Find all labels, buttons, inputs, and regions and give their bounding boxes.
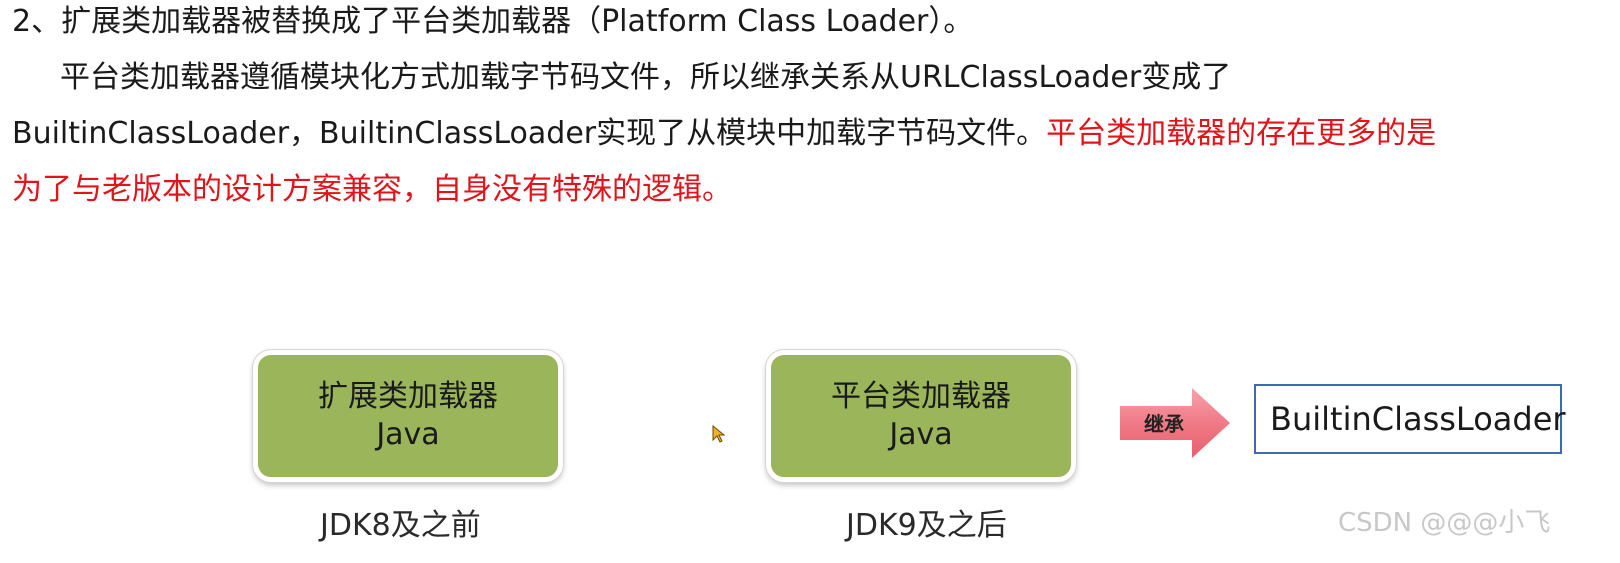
builtin-classloader-box: BuiltinClassLoader bbox=[1254, 384, 1566, 454]
platform-classloader-title: 平台类加载器 bbox=[831, 379, 1011, 414]
inherit-arrow-label: 继承 bbox=[1144, 412, 1184, 436]
jdk8-caption: JDK8及之前 bbox=[320, 508, 481, 543]
platform-classloader-subtitle: Java bbox=[889, 417, 953, 452]
paragraph-line-2: 平台类加载器遵循模块化方式加载字节码文件，所以继承关系从URLClassLoad… bbox=[60, 60, 1232, 95]
right-arrow-icon bbox=[1120, 388, 1230, 458]
extension-classloader-subtitle: Java bbox=[376, 417, 440, 452]
paragraph-line-4-highlight: 为了与老版本的设计方案兼容，自身没有特殊的逻辑。 bbox=[12, 172, 732, 207]
jdk9-caption: JDK9及之后 bbox=[846, 508, 1007, 543]
extension-classloader-title: 扩展类加载器 bbox=[318, 379, 498, 414]
paragraph-line-1: 2、扩展类加载器被替换成了平台类加载器（Platform Class Loade… bbox=[12, 4, 974, 39]
paragraph-line-3-highlight: 平台类加载器的存在更多的是 bbox=[1046, 116, 1437, 151]
extension-classloader-box: 扩展类加载器 Java bbox=[253, 350, 563, 482]
paragraph-line-3: BuiltinClassLoader，BuiltinClassLoader实现了… bbox=[12, 116, 1436, 152]
paragraph-line-3-normal: BuiltinClassLoader，BuiltinClassLoader实现了… bbox=[12, 116, 1047, 151]
platform-classloader-box: 平台类加载器 Java bbox=[766, 350, 1076, 482]
csdn-watermark: CSDN @@@小飞 bbox=[1338, 508, 1551, 538]
mouse-pointer-icon bbox=[712, 425, 726, 443]
